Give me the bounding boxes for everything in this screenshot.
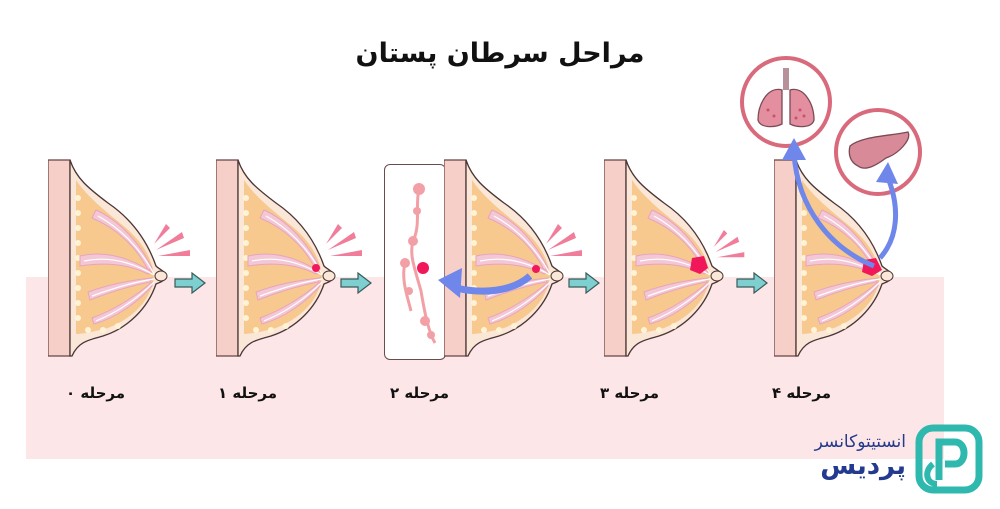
pardis-logo-icon bbox=[915, 424, 983, 494]
pain-rays-icon bbox=[324, 224, 364, 264]
stage-1-label: مرحله ۱ bbox=[218, 384, 278, 402]
spread-arrow-icon bbox=[438, 268, 532, 298]
stage-3-illustration bbox=[604, 158, 734, 358]
logo-line2: پردیس bbox=[820, 451, 906, 481]
logo-line1: انستیتوکانسر bbox=[814, 432, 907, 452]
step-arrow-icon bbox=[568, 272, 600, 294]
step-arrow-icon bbox=[174, 272, 206, 294]
stage-1-illustration bbox=[216, 158, 346, 358]
stage-4-label: مرحله ۴ bbox=[772, 384, 832, 402]
lungs-icon bbox=[740, 56, 832, 148]
pain-rays-icon bbox=[152, 224, 192, 264]
stage-2-label: مرحله ۲ bbox=[390, 384, 450, 402]
logo-wordmark: انستیتوکانسر پردیس bbox=[776, 432, 907, 481]
lymph-node-panel bbox=[384, 164, 446, 360]
stage-2-illustration bbox=[444, 158, 574, 358]
stage-3-label: مرحله ۳ bbox=[600, 384, 660, 402]
pain-rays-icon bbox=[544, 224, 584, 264]
tumor-mass-icon bbox=[690, 256, 708, 274]
metastasis-arrows-icon bbox=[782, 138, 899, 269]
breast-cross-section-icon bbox=[444, 158, 574, 358]
page-title: مراحل سرطان پستان bbox=[355, 38, 645, 69]
stage-0-illustration bbox=[48, 158, 178, 358]
stage-0-label: مرحله ۰ bbox=[66, 384, 126, 402]
step-arrow-icon bbox=[736, 272, 768, 294]
tumor-dot-icon bbox=[417, 262, 429, 274]
liver-icon bbox=[834, 108, 922, 196]
breast-cross-section-icon bbox=[216, 158, 346, 358]
lymph-vessels-icon bbox=[400, 183, 437, 344]
tumor-dot-icon bbox=[312, 264, 320, 272]
breast-cross-section-icon bbox=[604, 158, 734, 358]
step-arrow-icon bbox=[340, 272, 372, 294]
tumor-dot-icon bbox=[532, 265, 540, 273]
pain-rays-icon bbox=[712, 230, 746, 264]
